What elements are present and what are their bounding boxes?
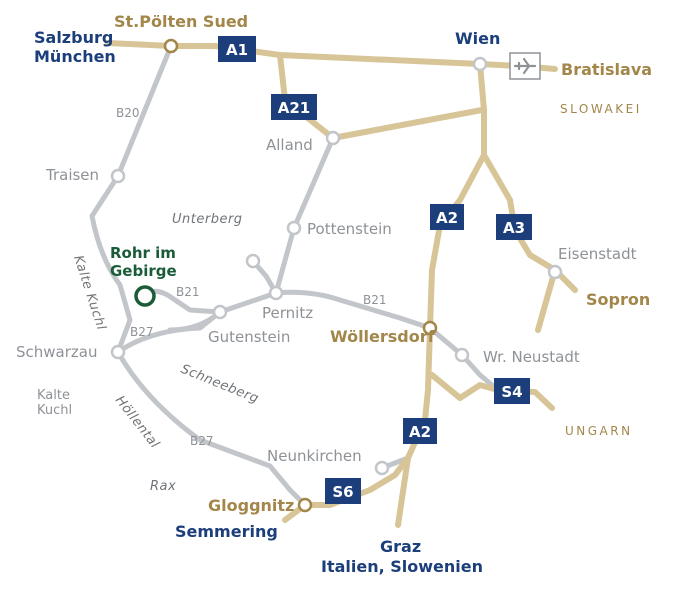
road-pernitz-north xyxy=(273,135,336,296)
label-schwarzau: Schwarzau xyxy=(16,343,97,361)
label-unterberg: Unterberg xyxy=(172,212,243,227)
shield-a2-south-label: A2 xyxy=(409,423,431,441)
label-woellersdorf: Wöllersdorf xyxy=(330,327,436,346)
junction-neunkirchen xyxy=(374,460,390,476)
shield-s4: S4 xyxy=(494,378,530,404)
junction-pernitz xyxy=(268,285,284,301)
label-semmering: Semmering xyxy=(175,522,278,541)
road-b20 xyxy=(89,43,308,508)
airplane-icon xyxy=(509,52,541,80)
road-wr-neustadt xyxy=(427,325,501,393)
label-bratislava: Bratislava xyxy=(561,60,652,79)
label-rohr-line1: Rohr im xyxy=(110,244,176,262)
label-salzburg: Salzburg xyxy=(34,28,113,47)
shield-a21-label: A21 xyxy=(278,99,310,117)
label-kalte-line2: Kuchl xyxy=(37,403,72,418)
label-slowakei: SLOWAKEI xyxy=(560,102,642,116)
label-pernitz: Pernitz xyxy=(262,304,313,322)
junction-pernitz-spur xyxy=(245,253,261,269)
junction-gutenstein xyxy=(212,304,228,320)
motorway-graz xyxy=(395,455,411,528)
shield-a1-label: A1 xyxy=(226,41,248,59)
label-neunkirchen: Neunkirchen xyxy=(267,447,362,465)
shield-a21: A21 xyxy=(271,94,317,120)
city-labels: Salzburg München St.Pölten Sued Wien Bra… xyxy=(16,12,652,576)
highway-shields: A1 A21 A2 A3 S4 A2 S6 xyxy=(218,36,532,504)
label-italien-slowenien: Italien, Slowenien xyxy=(321,557,483,576)
label-sopron: Sopron xyxy=(586,290,650,309)
shield-a2-north-label: A2 xyxy=(436,209,458,227)
motorway-eisenstadt xyxy=(535,267,558,333)
label-b21-east: B21 xyxy=(363,293,387,307)
label-b27-south: B27 xyxy=(190,434,214,448)
motorway-s4 xyxy=(429,372,555,411)
label-eisenstadt: Eisenstadt xyxy=(558,245,637,263)
label-schneeberg: Schneeberg xyxy=(179,362,261,407)
label-b21-west: B21 xyxy=(176,285,200,299)
junctions xyxy=(110,38,563,513)
label-traisen: Traisen xyxy=(45,166,99,184)
motorway-wien-south xyxy=(477,61,487,158)
junction-wr-neustadt xyxy=(454,347,470,363)
junction-st-poelten xyxy=(163,38,179,54)
junction-rohr-im-gebirge xyxy=(134,285,156,307)
label-graz: Graz xyxy=(380,537,421,556)
label-wien: Wien xyxy=(455,29,500,48)
shield-a2-north: A2 xyxy=(430,204,464,230)
junction-woellersdorf xyxy=(422,320,438,336)
label-b27-north: B27 xyxy=(130,325,154,339)
shield-s6: S6 xyxy=(325,478,361,504)
label-kalte-kuchl-rotated: Kalte Kuchl xyxy=(70,254,108,333)
label-rohr-line2: Gebirge xyxy=(110,262,177,280)
junction-pottenstein xyxy=(286,220,302,236)
junction-traisen xyxy=(110,168,126,184)
label-ungarn: UNGARN xyxy=(565,424,633,438)
junction-schwarzau xyxy=(110,344,126,360)
label-pottenstein: Pottenstein xyxy=(307,220,392,238)
label-b20: B20 xyxy=(116,106,140,120)
shield-a3-label: A3 xyxy=(503,219,525,237)
label-rax: Rax xyxy=(150,479,176,494)
junction-alland xyxy=(325,130,341,146)
junction-eisenstadt xyxy=(547,264,563,280)
road-b21-west-loop xyxy=(115,309,223,355)
road-b21 xyxy=(217,289,433,331)
label-gutenstein: Gutenstein xyxy=(208,328,290,346)
road-labels: B20 B21 B21 B27 B27 xyxy=(116,106,387,448)
label-wr-neustadt: Wr. Neustadt xyxy=(483,348,580,366)
label-muenchen: München xyxy=(34,47,116,66)
shield-s6-label: S6 xyxy=(332,483,353,501)
junction-wien xyxy=(472,56,488,72)
shield-a2-south: A2 xyxy=(403,418,437,444)
shield-a1: A1 xyxy=(218,36,256,62)
junction-gloggnitz xyxy=(297,497,313,513)
label-gloggnitz: Gloggnitz xyxy=(208,496,294,515)
shield-s4-label: S4 xyxy=(501,383,522,401)
label-kalte-line1: Kalte xyxy=(37,388,70,403)
shield-a3: A3 xyxy=(496,214,532,240)
label-st-poelten: St.Pölten Sued xyxy=(114,12,248,31)
label-alland: Alland xyxy=(266,136,313,154)
